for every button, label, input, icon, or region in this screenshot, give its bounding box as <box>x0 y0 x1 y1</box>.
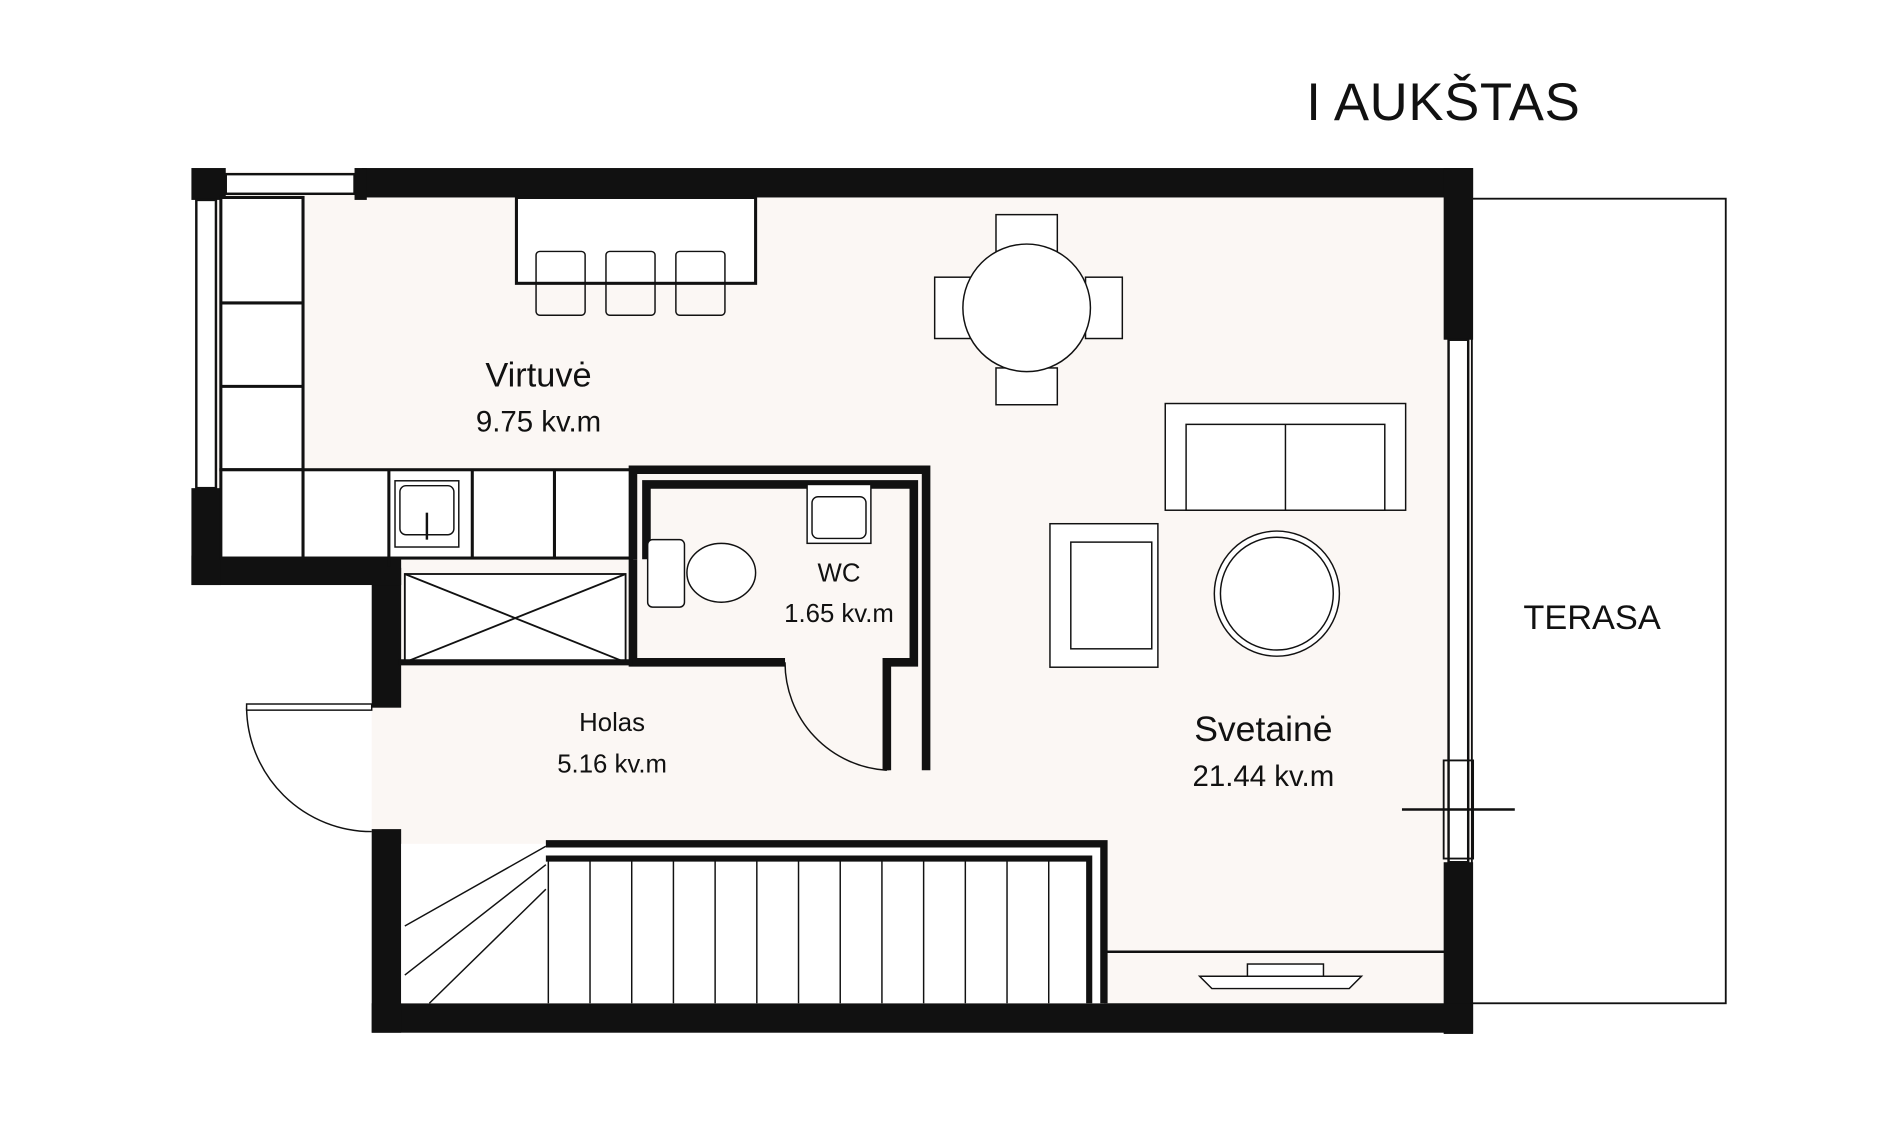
kitchen-area: 9.75 kv.m <box>476 406 601 439</box>
fireplace <box>1197 963 1364 990</box>
floor-title: I AUKŠTAS <box>1306 73 1580 132</box>
walls <box>191 168 1474 1034</box>
living-area: 21.44 kv.m <box>1193 760 1335 793</box>
staircase <box>401 840 1108 1004</box>
wc-area: 1.65 kv.m <box>784 600 894 628</box>
armchair <box>1049 522 1159 668</box>
kitchen-sink <box>394 480 460 548</box>
living-name: Svetainė <box>1194 709 1332 749</box>
bar-counter <box>514 195 758 285</box>
kitchen-name: Virtuvė <box>485 356 591 394</box>
sofa <box>1164 402 1407 511</box>
wc-sink <box>806 483 872 545</box>
hall-area: 5.16 kv.m <box>557 751 667 779</box>
coffee-table <box>1213 530 1341 657</box>
terrace-name: TERASA <box>1523 599 1660 637</box>
windows <box>195 172 1470 864</box>
wc-door-swing <box>784 662 887 771</box>
dining-table <box>933 213 1124 406</box>
storage-closet <box>403 573 627 664</box>
entry-door-swing <box>245 707 372 833</box>
wc-name: WC <box>818 559 861 587</box>
terrace-area <box>1470 197 1727 1005</box>
bar-stools <box>535 250 726 316</box>
hall-name: Holas <box>579 709 645 737</box>
wc-toilet <box>646 538 757 608</box>
